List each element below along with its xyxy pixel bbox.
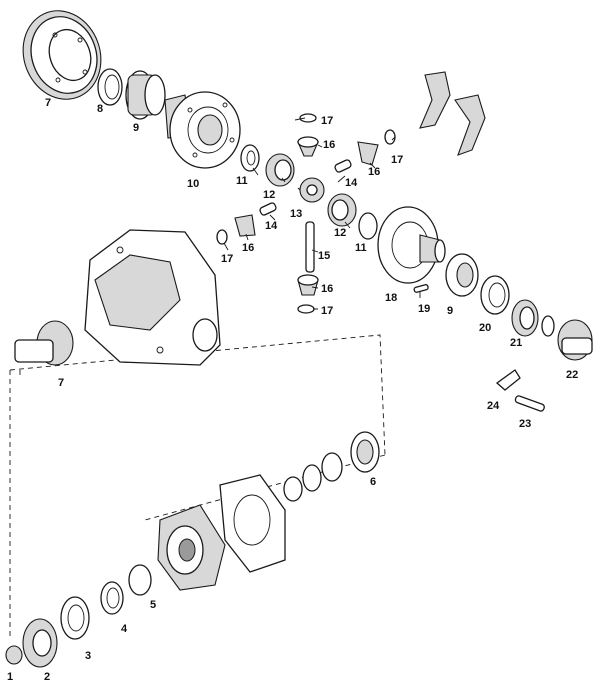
ring-gear-top: [22, 10, 102, 100]
callout-24: 24: [487, 400, 500, 412]
side-gear-12-upper: [265, 153, 295, 187]
callout-2: 2: [44, 671, 50, 683]
washer-17-left: [216, 229, 228, 245]
seal-5: [128, 564, 152, 596]
differential-case-18: [377, 206, 446, 284]
bearing-cup-top: [97, 68, 123, 106]
callout-17-top: 17: [321, 115, 333, 127]
callout-21: 21: [510, 337, 522, 349]
pinion-gear-16-right: [357, 141, 379, 166]
snap-ring: [541, 315, 555, 337]
bearing-cap-left: [419, 71, 451, 129]
callout-17-right: 17: [391, 154, 403, 166]
callout-7-pinion: 7: [58, 377, 64, 389]
callout-15: 15: [318, 250, 330, 262]
roller-bearing-right: [445, 253, 479, 297]
callout-13: 13: [290, 208, 302, 220]
callout-7-top: 7: [45, 97, 51, 109]
roller-bearing-top: [125, 70, 166, 120]
callout-12-upper: 12: [263, 189, 275, 201]
callout-8: 8: [97, 103, 103, 115]
callout-19: 19: [418, 303, 430, 315]
drive-pinion-7: [14, 320, 74, 366]
callout-9-top: 9: [133, 122, 139, 134]
bearing-6: [350, 431, 380, 473]
cross-spider-13: [299, 177, 325, 203]
pinion-carrier: [157, 504, 226, 591]
seal-4: [100, 581, 124, 615]
callout-6: 6: [370, 476, 376, 488]
callout-14-lower: 14: [265, 220, 278, 232]
callout-11-upper: 11: [236, 175, 248, 187]
spacer-ring-c: [283, 476, 303, 502]
callout-18: 18: [385, 292, 397, 304]
washer-17-bottom: [297, 304, 315, 314]
callout-16-bottom: 16: [321, 283, 333, 295]
callout-23: 23: [519, 418, 531, 430]
washer-17-top: [299, 113, 317, 123]
cross-shaft-15: [305, 221, 315, 273]
callout-16-right: 16: [368, 166, 380, 178]
callout-22: 22: [566, 369, 578, 381]
screw-23: [514, 395, 545, 412]
axle-housing: [84, 229, 221, 366]
callout-5: 5: [150, 599, 156, 611]
differential-case-flange: [164, 91, 241, 169]
callout-16-top: 16: [323, 139, 335, 151]
companion-flange-2: [22, 618, 58, 668]
callout-10: 10: [187, 178, 199, 190]
bolt-19: [413, 284, 429, 293]
pinion-gear-16-left: [234, 214, 256, 237]
spacer-ring-a: [321, 452, 343, 482]
callout-17-left: 17: [221, 253, 233, 265]
assembly-guide-line: [9, 334, 386, 640]
gasket-plate: [219, 474, 286, 573]
spacer-ring-b: [302, 464, 322, 492]
dust-shield-3: [60, 596, 90, 640]
splined-collar-21: [511, 299, 539, 337]
thrust-washer-11-lower: [358, 212, 378, 240]
pin-14-lower: [259, 202, 277, 216]
nut-1: [5, 645, 23, 665]
callout-20: 20: [479, 322, 491, 334]
thrust-washer-11: [240, 144, 260, 172]
leader-lines: [223, 117, 421, 310]
coupling-22: [557, 319, 593, 361]
callout-9-right: 9: [447, 305, 453, 317]
callout-3: 3: [85, 650, 91, 662]
side-gear-12-lower: [327, 193, 357, 227]
callout-11-lower: 11: [355, 242, 367, 254]
callout-17-bottom: 17: [321, 305, 333, 317]
callout-12-lower: 12: [334, 227, 346, 239]
callout-16-left: 16: [242, 242, 254, 254]
callout-1: 1: [7, 671, 13, 683]
callout-14-upper: 14: [345, 177, 358, 189]
washer-17-right: [384, 129, 396, 145]
pin-14-upper: [334, 159, 352, 173]
shift-fork-24: [495, 369, 521, 391]
bearing-cap-right: [454, 94, 486, 156]
callout-4: 4: [121, 623, 128, 635]
